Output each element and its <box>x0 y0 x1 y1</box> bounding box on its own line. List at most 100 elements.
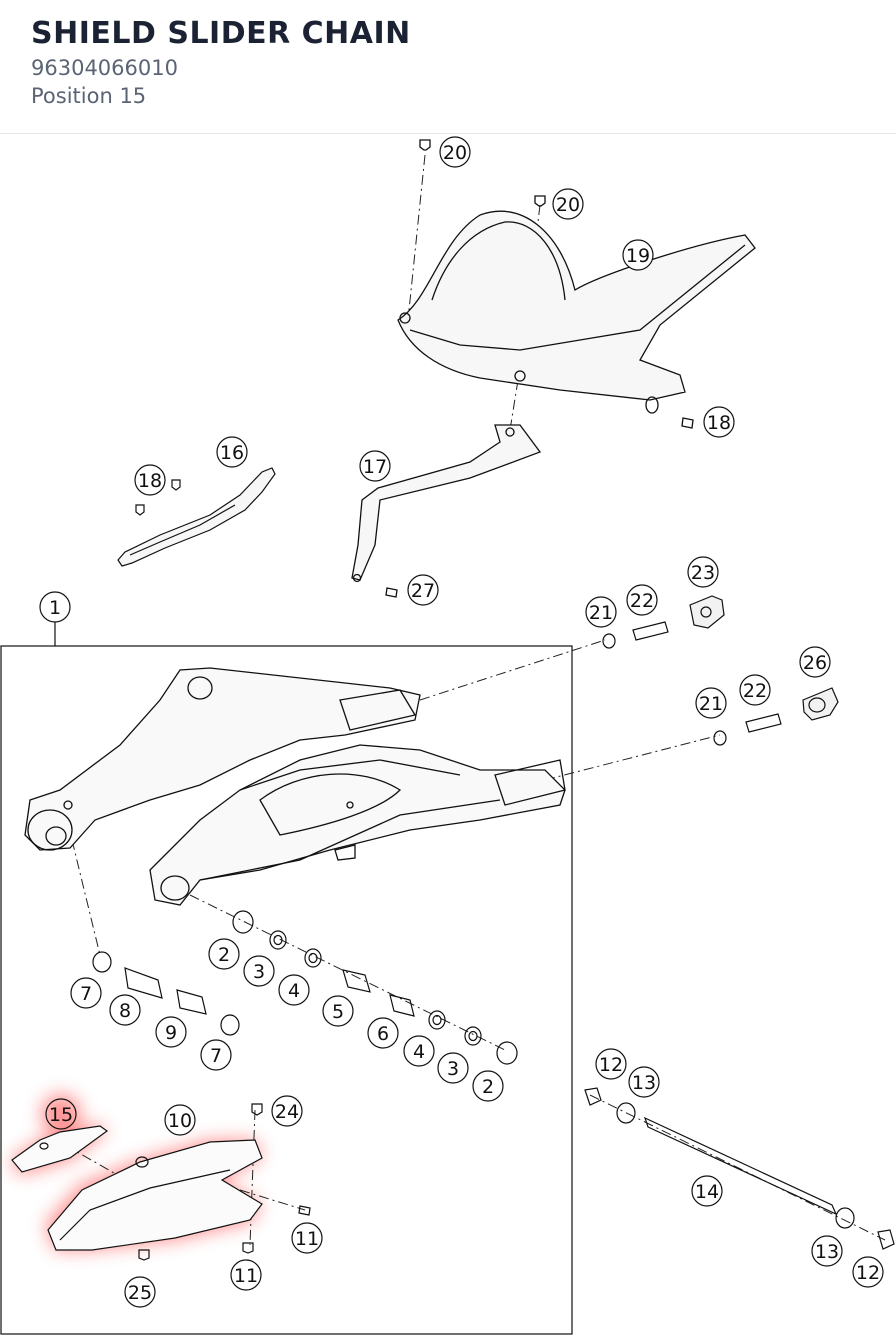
callout-c13a: 13 <box>628 1066 660 1098</box>
callout-number: 21 <box>699 693 723 715</box>
callout-number: 5 <box>332 1001 344 1023</box>
callout-number: 15 <box>49 1104 73 1126</box>
page-header: SHIELD SLIDER CHAIN 96304066010 Position… <box>0 0 896 134</box>
callout-number: 11 <box>295 1228 319 1250</box>
callout-circle <box>230 1259 262 1291</box>
callout-number: 23 <box>691 562 715 584</box>
callout-number: 13 <box>815 1241 839 1263</box>
part-position: Position 15 <box>31 84 147 108</box>
callout-c12a: 12 <box>595 1048 627 1080</box>
chain-slider-lower-part <box>11 1103 311 1261</box>
callout-c5: 5 <box>322 995 354 1027</box>
callout-circle <box>407 574 439 606</box>
callout-c22b: 22 <box>739 674 771 706</box>
callout-c17: 17 <box>359 450 391 482</box>
callout-circle <box>278 974 310 1006</box>
callout-circle <box>134 464 166 496</box>
callout-circle <box>691 1175 723 1207</box>
callout-number: 16 <box>220 442 244 464</box>
callout-number: 21 <box>589 602 613 624</box>
callout-number: 7 <box>80 983 92 1005</box>
callout-number: 22 <box>743 680 767 702</box>
callout-circle <box>200 1039 232 1071</box>
callout-c25: 25 <box>124 1276 156 1308</box>
callout-number: 6 <box>377 1023 389 1045</box>
callout-c11a: 11 <box>291 1222 323 1254</box>
callout-number: 12 <box>599 1054 623 1076</box>
callout-circle <box>291 1222 323 1254</box>
callout-circle <box>628 1066 660 1098</box>
callout-circle <box>243 955 275 987</box>
callout-circle <box>322 995 354 1027</box>
callout-c6: 6 <box>367 1017 399 1049</box>
callout-c2a: 2 <box>208 938 240 970</box>
callout-circle <box>552 188 584 220</box>
callout-circle <box>367 1017 399 1049</box>
callout-number: 9 <box>165 1022 177 1044</box>
callout-circle <box>695 687 727 719</box>
callout-c22a: 22 <box>626 584 658 616</box>
callout-circle <box>164 1104 196 1136</box>
callout-number: 3 <box>253 961 265 983</box>
callout-circle <box>852 1256 884 1288</box>
callout-c3b: 3 <box>437 1052 469 1084</box>
callout-c4a: 4 <box>278 974 310 1006</box>
callout-c18b: 18 <box>134 464 166 496</box>
callout-circle <box>799 646 831 678</box>
callout-circle <box>208 938 240 970</box>
callout-circle <box>437 1052 469 1084</box>
callout-circle <box>626 584 658 616</box>
callout-number: 3 <box>447 1058 459 1080</box>
callout-c12b: 12 <box>852 1256 884 1288</box>
callout-c16: 16 <box>216 436 248 468</box>
callout-c26: 26 <box>799 646 831 678</box>
callout-c3a: 3 <box>243 955 275 987</box>
callout-c11b: 11 <box>230 1259 262 1291</box>
callout-c8: 8 <box>109 994 141 1026</box>
callout-circle <box>271 1095 303 1127</box>
callout-number: 4 <box>288 980 300 1002</box>
callout-c21a: 21 <box>585 596 617 628</box>
callout-circle <box>811 1235 843 1267</box>
callout-circle <box>155 1016 187 1048</box>
callout-c24: 24 <box>271 1095 303 1127</box>
part-title: SHIELD SLIDER CHAIN <box>31 16 411 51</box>
bearing-spacer-parts <box>92 910 518 1065</box>
callout-number: 12 <box>856 1262 880 1284</box>
callout-c15: 15 <box>45 1098 77 1130</box>
callout-c13b: 13 <box>811 1235 843 1267</box>
callout-c14: 14 <box>691 1175 723 1207</box>
callout-c4b: 4 <box>403 1035 435 1067</box>
callout-circle <box>124 1276 156 1308</box>
callout-number: 25 <box>128 1282 152 1304</box>
callout-c7a: 7 <box>70 977 102 1009</box>
callout-number: 24 <box>275 1101 299 1123</box>
callout-circle <box>622 239 654 271</box>
callout-circle <box>585 596 617 628</box>
callout-circle <box>439 136 471 168</box>
callout-circle <box>739 674 771 706</box>
callout-number: 20 <box>443 142 467 164</box>
callout-number: 19 <box>626 245 650 267</box>
callout-c9: 9 <box>155 1016 187 1048</box>
chain-slider-upper-part <box>117 467 276 567</box>
callout-circle <box>703 406 735 438</box>
callout-number: 18 <box>138 470 162 492</box>
callout-circle <box>687 556 719 588</box>
callout-number: 14 <box>695 1181 719 1203</box>
callout-circle <box>216 436 248 468</box>
callout-circle <box>403 1035 435 1067</box>
callout-number: 4 <box>413 1041 425 1063</box>
callout-c23: 23 <box>687 556 719 588</box>
callout-circle <box>45 1098 77 1130</box>
swingarm-assembly-frame <box>0 645 573 1335</box>
callout-number: 7 <box>210 1045 222 1067</box>
callout-circle <box>109 994 141 1026</box>
callout-number: 11 <box>234 1265 258 1287</box>
swingarm-part <box>24 667 566 906</box>
callout-c18a: 18 <box>703 406 735 438</box>
diagram-svg: 2020191816181727232221126222123456432789… <box>0 136 895 1335</box>
callout-number: 20 <box>556 194 580 216</box>
eccentric-upper-parts <box>602 595 839 746</box>
